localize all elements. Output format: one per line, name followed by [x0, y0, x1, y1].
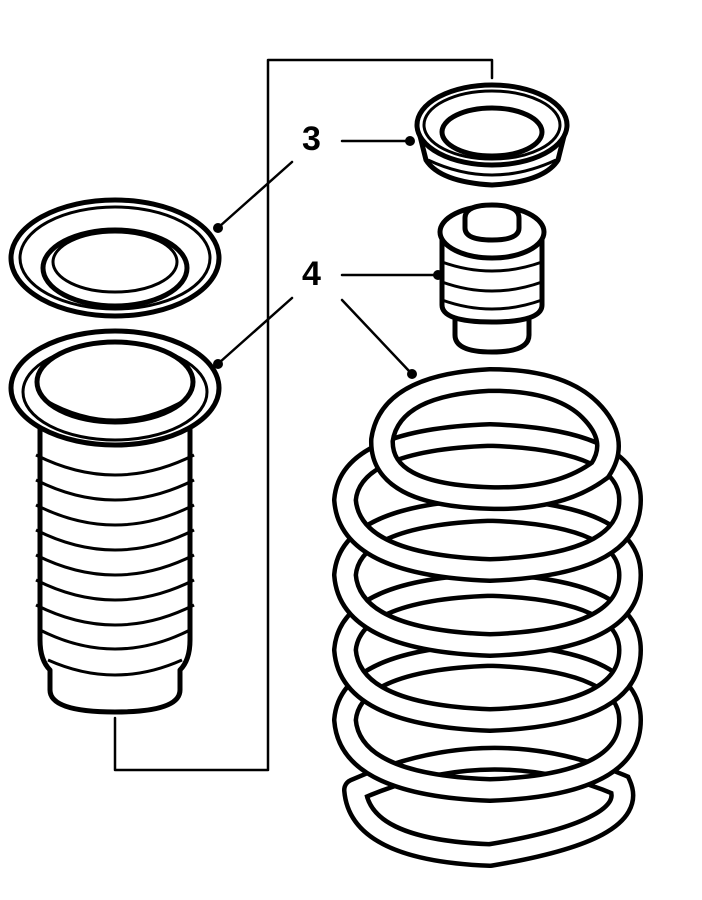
- callout-3: 3: [213, 120, 415, 233]
- left-dust-boot: [8, 328, 222, 715]
- callout-4-label: 4: [302, 255, 321, 293]
- right-upper-spring-seat: [414, 82, 570, 188]
- right-bump-stop: [437, 202, 547, 355]
- left-upper-spring-seat: [8, 197, 222, 319]
- callout-3-label: 3: [302, 120, 321, 158]
- coil-spring: [331, 366, 644, 869]
- callout-4: 4: [213, 255, 443, 379]
- grouping-bracket: [113, 58, 494, 772]
